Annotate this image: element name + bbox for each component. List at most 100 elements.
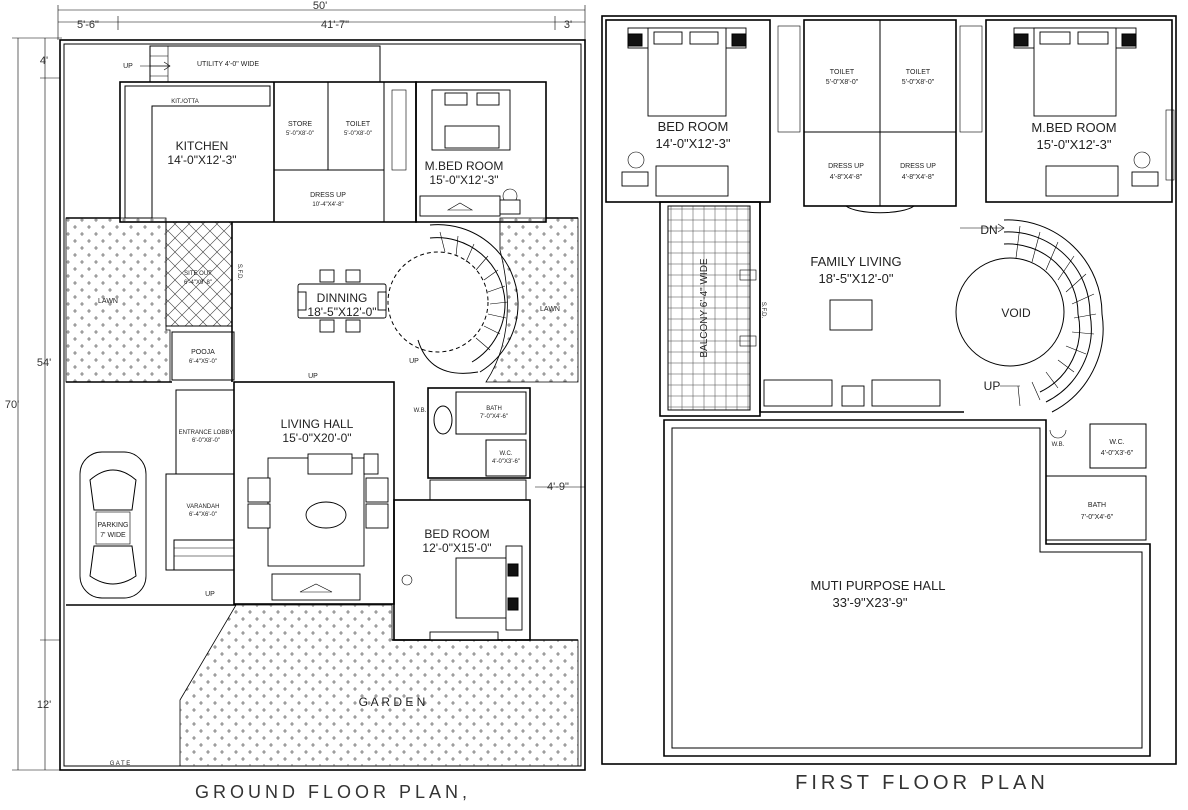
label-ff-up: UP (984, 379, 1001, 393)
label-ff-wb: W.B. (1052, 442, 1065, 448)
label-kit-otta: KIT./OTTA (171, 99, 199, 105)
label-master-bedroom-size: 15'-0"X12'-3" (429, 173, 498, 187)
label-ff-toilet-1: TOILET (830, 69, 855, 76)
label-wc-ground-size: 4'-0"X3'-6" (492, 459, 520, 465)
label-lawn-left: LAWN (98, 298, 118, 305)
label-bedroom: BED ROOM (424, 527, 489, 541)
dim-depth-front: 12' (37, 699, 51, 711)
label-bath-ground: BATH (486, 406, 502, 412)
dim-total-width: 50' (313, 0, 327, 12)
label-wb-ground: W.B. (414, 408, 427, 414)
label-living-hall-size: 15'-0"X20'-0" (282, 431, 351, 445)
label-store-size: 5'-0"X8'-0" (286, 131, 314, 137)
label-ff-bedroom-size: 14'-0"X12'-3" (656, 136, 731, 151)
label-gate: G A T E (110, 761, 130, 767)
spiral-staircase (387, 224, 519, 374)
label-parking-size: 7' WIDE (100, 532, 126, 539)
label-ff-dress-up-2-size: 4'-8"X4'-8" (902, 174, 935, 181)
label-ff-void: VOID (1001, 306, 1031, 320)
varandah (165, 473, 235, 571)
label-ff-dress-up-1: DRESS UP (828, 163, 864, 170)
label-ff-dress-up-1-size: 4'-8"X4'-8" (830, 174, 863, 181)
label-up-varandah: UP (205, 591, 215, 598)
dim-top-strip: 4' (40, 55, 48, 67)
first-floor-title: FIRST FLOOR PLAN (795, 772, 1049, 794)
master-bedroom-wall (415, 81, 547, 223)
dim-middle: 41'-7" (321, 19, 349, 31)
utility-area (149, 45, 381, 83)
label-ff-multipurpose-hall-size: 33'-9"X23'-9" (833, 595, 908, 610)
dim-side-offset: 4'-9" (547, 481, 569, 493)
kitchen-counter (124, 85, 271, 219)
label-pooja-size: 6'-4"X5'-0" (189, 359, 217, 365)
bath-wc-block (427, 387, 531, 479)
label-ff-balcony: BALCONY 6'-4" WIDE (699, 258, 710, 358)
label-dining: DINNING (317, 291, 368, 305)
label-wc-ground: W.C. (500, 451, 513, 457)
dimension-lines (12, 5, 586, 771)
label-ff-wc-size: 4'-0"X3'-6" (1101, 450, 1134, 457)
label-master-bedroom: M.BED ROOM (425, 159, 504, 173)
label-ff-multipurpose-hall: MUTI PURPOSE HALL (810, 578, 945, 593)
label-dining-size: 18'-5"X12'-0" (307, 305, 376, 319)
dim-depth-main: 54' (37, 357, 51, 369)
kitchen-wall (119, 81, 417, 223)
label-ff-bedroom: BED ROOM (658, 119, 729, 134)
dining-table (297, 269, 387, 333)
first-floor-plan (601, 15, 1177, 765)
plot-boundary (59, 39, 586, 771)
label-toilet-size: 5'-0"X8'-0" (344, 131, 372, 137)
ff-master-bedroom-wall (985, 19, 1173, 203)
ff-balcony (667, 205, 751, 411)
dim-left-strip: 5'-6" (77, 19, 99, 31)
label-parking: PARKING (98, 522, 129, 529)
label-entrance-lobby: ENTRANCE LOBBY (179, 430, 234, 436)
label-bath-ground-size: 7'-0"X4'-6" (480, 414, 508, 420)
label-utility: UTILITY 4'-0" WIDE (197, 61, 259, 68)
label-dress-up-size: 10'-4"X4'-8" (312, 202, 343, 208)
label-ff-bath: BATH (1088, 502, 1106, 509)
label-bedroom-size: 12'-0"X15'-0" (422, 541, 491, 555)
ff-wc (1089, 423, 1147, 469)
lawn-left (65, 217, 171, 383)
label-ff-dn: DN (980, 223, 997, 237)
ff-multipurpose-hall-wall (663, 419, 1151, 757)
label-sfd-ground: S.F.D. (236, 264, 242, 281)
label-entrance-lobby-size: 6'-0"X8'-0" (192, 438, 220, 444)
label-ff-family-living: FAMILY LIVING (810, 254, 901, 269)
first-floor-outline (601, 15, 1177, 765)
label-toilet: TOILET (346, 121, 371, 128)
label-ff-family-living-size: 18'-5"X12'-0" (819, 271, 894, 286)
ground-floor-plan (12, 5, 586, 771)
label-kitchen-size: 14'-0"X12'-3" (167, 153, 236, 167)
label-store: STORE (288, 121, 312, 128)
label-lawn-right: LAWN (540, 306, 560, 313)
pooja-room (171, 331, 235, 381)
garden (179, 604, 579, 767)
label-ff-bath-size: 7'-0"X4'-6" (1081, 514, 1114, 521)
ground-floor-labels: 50' 5'-6" 41'-7" 3' 70' 54' 12' 4' 4'-9"… (5, 0, 572, 802)
label-ff-dress-up-2: DRESS UP (900, 163, 936, 170)
label-sit-out: SITE OUT (184, 271, 212, 277)
label-up-top: UP (123, 63, 133, 70)
label-sit-out-size: 6'-4"X9'-8" (184, 280, 212, 286)
dim-right-strip: 3' (564, 19, 572, 31)
label-up-living: UP (308, 373, 318, 380)
label-kitchen: KITCHEN (176, 139, 229, 153)
label-ff-wc: W.C. (1109, 439, 1124, 446)
parking-car (79, 451, 147, 599)
label-ff-toilet-2-size: 5'-0"X8'-0" (902, 79, 935, 86)
label-varandah: VARANDAH (187, 504, 220, 510)
label-ff-master-bedroom-size: 15'-0"X12'-3" (1037, 137, 1112, 152)
label-dress-up: DRESS UP (310, 192, 346, 199)
first-floor-labels: BED ROOM 14'-0"X12'-3" TOILET 5'-0"X8'-0… (656, 69, 1134, 794)
label-pooja: POOJA (191, 349, 215, 356)
dim-total-depth: 70' (5, 399, 19, 411)
ground-floor-title: GROUND FLOOR PLAN, (195, 782, 471, 802)
label-ff-toilet-1-size: 5'-0"X8'-0" (826, 79, 859, 86)
ff-spiral-staircase (955, 219, 1104, 413)
label-ff-master-bedroom: M.BED ROOM (1031, 120, 1116, 135)
lawn-right (485, 217, 579, 383)
label-ff-toilet-2: TOILET (906, 69, 931, 76)
